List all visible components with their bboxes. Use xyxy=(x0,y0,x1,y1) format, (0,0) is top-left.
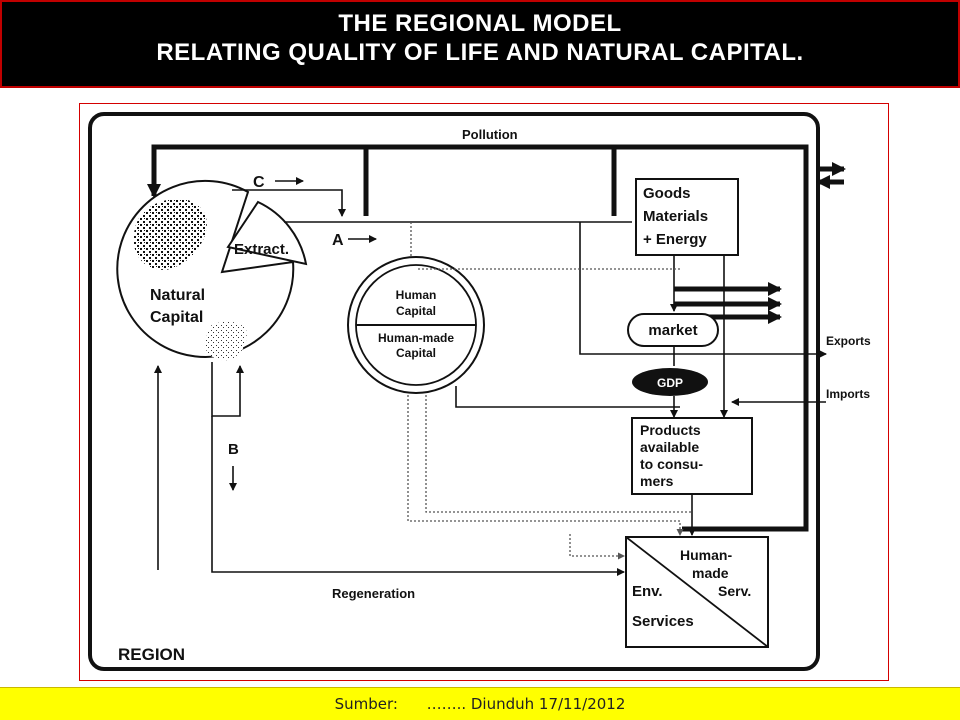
human-capital-label-2: Capital xyxy=(396,304,436,318)
extract-label: Extract. xyxy=(234,241,289,258)
natural-capital-node: Natural Capital xyxy=(116,179,295,361)
source-text: Sumber: …….. Diunduh 17/11/2012 xyxy=(334,695,626,713)
market-label: market xyxy=(648,322,697,339)
region-boundary xyxy=(88,112,820,671)
pollution-loop xyxy=(147,144,809,532)
env-services-label-1: Env. xyxy=(632,583,663,600)
diagram-frame: Pollution Natural Capital Extract. C A xyxy=(79,103,889,681)
title-bar: THE REGIONAL MODEL RELATING QUALITY OF L… xyxy=(0,0,960,88)
human-made-capital-label-1: Human-made xyxy=(378,331,454,345)
gdp-node: GDP xyxy=(632,368,708,396)
services-node: Human- made Serv. Env. Services xyxy=(625,536,769,648)
human-capital-node: Human Capital Human-made Capital xyxy=(347,256,485,394)
products-node: Products available to consu- mers xyxy=(631,417,753,495)
extraction-node: Extract. xyxy=(226,200,308,266)
natural-capital-label-1: Natural xyxy=(150,287,205,304)
goods-label-1: Goods xyxy=(643,185,691,202)
products-label-1: Products xyxy=(640,422,701,438)
a-label: A xyxy=(332,232,344,249)
c-label: C xyxy=(253,174,265,191)
regional-model-diagram: Pollution Natural Capital Extract. C A xyxy=(88,112,871,671)
human-made-serv-label-3: Serv. xyxy=(718,583,751,599)
human-capital-label-1: Human xyxy=(396,288,437,302)
human-made-serv-label-2: made xyxy=(692,565,729,581)
region-label: REGION xyxy=(118,645,185,664)
goods-label-3: + Energy xyxy=(643,231,707,248)
imports-label: Imports xyxy=(826,387,870,401)
goods-materials-energy-node: Goods Materials + Energy xyxy=(635,178,739,256)
source-bar: Sumber: …….. Diunduh 17/11/2012 xyxy=(0,687,960,720)
natural-capital-label-2: Capital xyxy=(150,309,203,326)
products-label-2: available xyxy=(640,439,699,455)
env-services-label-2: Services xyxy=(632,613,694,630)
exports-label: Exports xyxy=(826,334,871,348)
goods-label-2: Materials xyxy=(643,208,708,225)
title-line-2: RELATING QUALITY OF LIFE AND NATURAL CAP… xyxy=(156,39,804,66)
b-label: B xyxy=(228,441,239,458)
title-line-1: THE REGIONAL MODEL xyxy=(338,10,622,37)
market-node: market xyxy=(627,313,719,347)
human-made-capital-label-2: Capital xyxy=(396,346,436,360)
products-label-3: to consu- xyxy=(640,456,703,472)
products-label-4: mers xyxy=(640,473,674,489)
pollution-label: Pollution xyxy=(462,127,518,142)
regeneration-label: Regeneration xyxy=(332,586,415,601)
gdp-label: GDP xyxy=(657,376,683,390)
human-made-serv-label-1: Human- xyxy=(680,547,732,563)
